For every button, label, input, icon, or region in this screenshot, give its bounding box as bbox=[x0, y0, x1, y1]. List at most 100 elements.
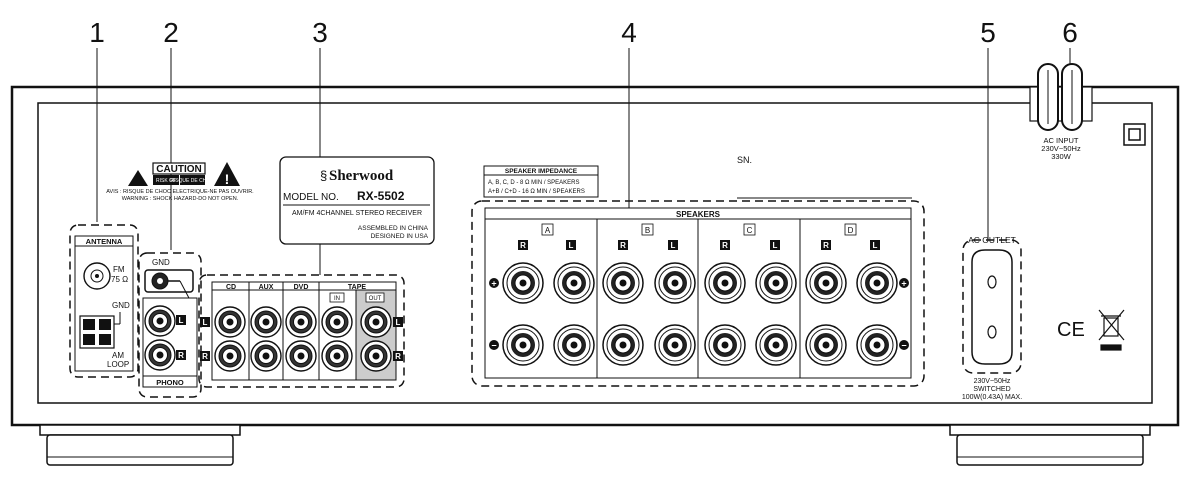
gnd-terminal[interactable] bbox=[144, 269, 196, 304]
speaker-b-l-plus-post[interactable] bbox=[654, 262, 696, 304]
svg-text:L: L bbox=[773, 241, 778, 250]
minus-marker-left bbox=[489, 340, 499, 350]
svg-text:R: R bbox=[722, 241, 728, 250]
power-cord-icon[interactable] bbox=[1037, 63, 1083, 131]
assembled-in: ASSEMBLED IN CHINA bbox=[358, 225, 429, 232]
phono-l-jack[interactable] bbox=[144, 305, 176, 337]
gnd-label: GND bbox=[152, 258, 170, 267]
fm-antenna-jack[interactable] bbox=[83, 262, 111, 290]
ac-input-line1: 230V~50Hz bbox=[1041, 144, 1081, 153]
svg-text:L: L bbox=[671, 241, 676, 250]
caution-sub1: RISK OF bbox=[156, 178, 176, 184]
caution-line2: WARNING : SHOCK HAZARD-DO NOT OPEN. bbox=[122, 196, 239, 202]
callout-5: 5 bbox=[980, 17, 996, 48]
speaker-group-d: D bbox=[848, 226, 854, 235]
callout-3: 3 bbox=[312, 17, 328, 48]
tape-out-label: OUT bbox=[369, 296, 382, 302]
ac-input-title: AC INPUT bbox=[1043, 136, 1078, 145]
phono-title: PHONO bbox=[156, 378, 184, 387]
impedance-line2: A+B / C+D - 16 Ω MIN / SPEAKERS bbox=[488, 189, 585, 195]
ac-input-section: AC INPUT 230V~50Hz 330W bbox=[1029, 63, 1093, 161]
callout-1: 1 bbox=[89, 17, 105, 48]
cd-l-jack[interactable] bbox=[214, 306, 246, 338]
dvd-label: DVD bbox=[294, 284, 309, 291]
am-loop-terminals[interactable] bbox=[79, 312, 121, 349]
antenna-title: ANTENNA bbox=[86, 237, 123, 246]
model-number: RX-5502 bbox=[357, 189, 405, 203]
speaker-d-r-plus-post[interactable] bbox=[805, 262, 847, 304]
speaker-b-r-plus-post[interactable] bbox=[602, 262, 644, 304]
fm-label: FM bbox=[113, 265, 125, 274]
cd-label: CD bbox=[226, 284, 236, 291]
speaker-a-l-plus-post[interactable] bbox=[553, 262, 595, 304]
loop-label: LOOP bbox=[107, 360, 129, 369]
caution-block: ! CAUTION RISK OF RISQUE DE CHOC AVIS : … bbox=[106, 162, 254, 202]
gnd-phono-section: GND PHONO L R bbox=[138, 252, 202, 398]
svg-text:L: L bbox=[569, 241, 574, 250]
right-foot bbox=[949, 424, 1151, 466]
tape-label: TAPE bbox=[348, 284, 366, 291]
speaker-group-c: C bbox=[747, 226, 753, 235]
inputs-r-label-right: R bbox=[395, 352, 401, 361]
speakers-section: SPEAKERS A B C D R L R L R L R L + − bbox=[471, 200, 925, 387]
serial-number-label: SN. bbox=[737, 155, 752, 165]
speaker-d-r-minus-post[interactable] bbox=[805, 324, 847, 366]
cd-r-jack[interactable] bbox=[214, 340, 246, 372]
antenna-gnd-label: GND bbox=[112, 301, 130, 310]
svg-text:+: + bbox=[901, 279, 906, 289]
ac-input-line2: 330W bbox=[1051, 152, 1072, 161]
callout-2: 2 bbox=[163, 17, 179, 48]
caution-line1: AVIS : RISQUE DE CHOC ELECTRIQUE-NE PAS … bbox=[106, 189, 254, 195]
ac-outlet-socket[interactable] bbox=[971, 249, 1013, 365]
brand-name: Sherwood bbox=[329, 168, 394, 184]
ac-outlet-section: AC OUTLET 230V~50Hz SWITCHED 100W(0.43A)… bbox=[962, 235, 1022, 401]
svg-text:!: ! bbox=[225, 171, 230, 187]
am-label: AM bbox=[112, 351, 124, 360]
aux-r-jack[interactable] bbox=[250, 340, 282, 372]
speaker-d-l-plus-post[interactable] bbox=[856, 262, 898, 304]
speaker-c-r-minus-post[interactable] bbox=[704, 324, 746, 366]
tape-in-r-jack[interactable] bbox=[321, 340, 353, 372]
speaker-a-l-minus-post[interactable] bbox=[553, 324, 595, 366]
left-foot bbox=[39, 424, 241, 466]
svg-text:−: − bbox=[901, 341, 906, 351]
dvd-l-jack[interactable] bbox=[285, 306, 317, 338]
speaker-c-r-plus-post[interactable] bbox=[704, 262, 746, 304]
svg-text:−: − bbox=[491, 341, 496, 351]
caution-title: CAUTION bbox=[156, 164, 202, 175]
tape-in-label: IN bbox=[334, 296, 340, 302]
speaker-impedance-label: SPEAKER IMPEDANCE A, B, C, D - 8 Ω MIN /… bbox=[483, 165, 599, 198]
inputs-l-label-left: L bbox=[203, 318, 208, 327]
callout-4: 4 bbox=[621, 17, 637, 48]
speaker-group-a: A bbox=[545, 226, 551, 235]
designed-in: DESIGNED IN USA bbox=[371, 233, 429, 240]
tape-out-l-jack[interactable] bbox=[360, 306, 392, 338]
inputs-l-label-right: L bbox=[396, 318, 401, 327]
speaker-c-l-plus-post[interactable] bbox=[755, 262, 797, 304]
svg-text:+: + bbox=[491, 279, 496, 289]
dvd-r-jack[interactable] bbox=[285, 340, 317, 372]
model-description: AM/FM 4CHANNEL STEREO RECEIVER bbox=[292, 210, 422, 217]
aux-l-jack[interactable] bbox=[250, 306, 282, 338]
speaker-a-r-plus-post[interactable] bbox=[502, 262, 544, 304]
phono-r-label: R bbox=[178, 351, 184, 360]
speaker-d-l-minus-post[interactable] bbox=[856, 324, 898, 366]
plus-marker-left bbox=[489, 278, 499, 288]
speaker-b-r-minus-post[interactable] bbox=[602, 324, 644, 366]
phono-r-jack[interactable] bbox=[144, 339, 176, 371]
tape-in-l-jack[interactable] bbox=[321, 306, 353, 338]
ac-outlet-line2: SWITCHED bbox=[973, 386, 1010, 393]
speaker-c-l-minus-post[interactable] bbox=[755, 324, 797, 366]
speaker-b-l-minus-post[interactable] bbox=[654, 324, 696, 366]
impedance-title: SPEAKER IMPEDANCE bbox=[505, 168, 578, 175]
phono-l-label: L bbox=[179, 316, 184, 325]
plus-marker-right bbox=[899, 278, 909, 288]
antenna-section: ANTENNA FM 75 Ω GND AM LOOP bbox=[69, 224, 139, 378]
speaker-a-r-minus-post[interactable] bbox=[502, 324, 544, 366]
callout-numbers: 1 2 3 4 5 6 bbox=[89, 17, 1078, 48]
ac-outlet-line3: 100W(0.43A) MAX. bbox=[962, 394, 1022, 401]
tape-out-r-jack[interactable] bbox=[360, 340, 392, 372]
speaker-group-b: B bbox=[645, 226, 650, 235]
inputs-section: CD AUX DVD TAPE IN OUT L R L R bbox=[198, 274, 405, 388]
